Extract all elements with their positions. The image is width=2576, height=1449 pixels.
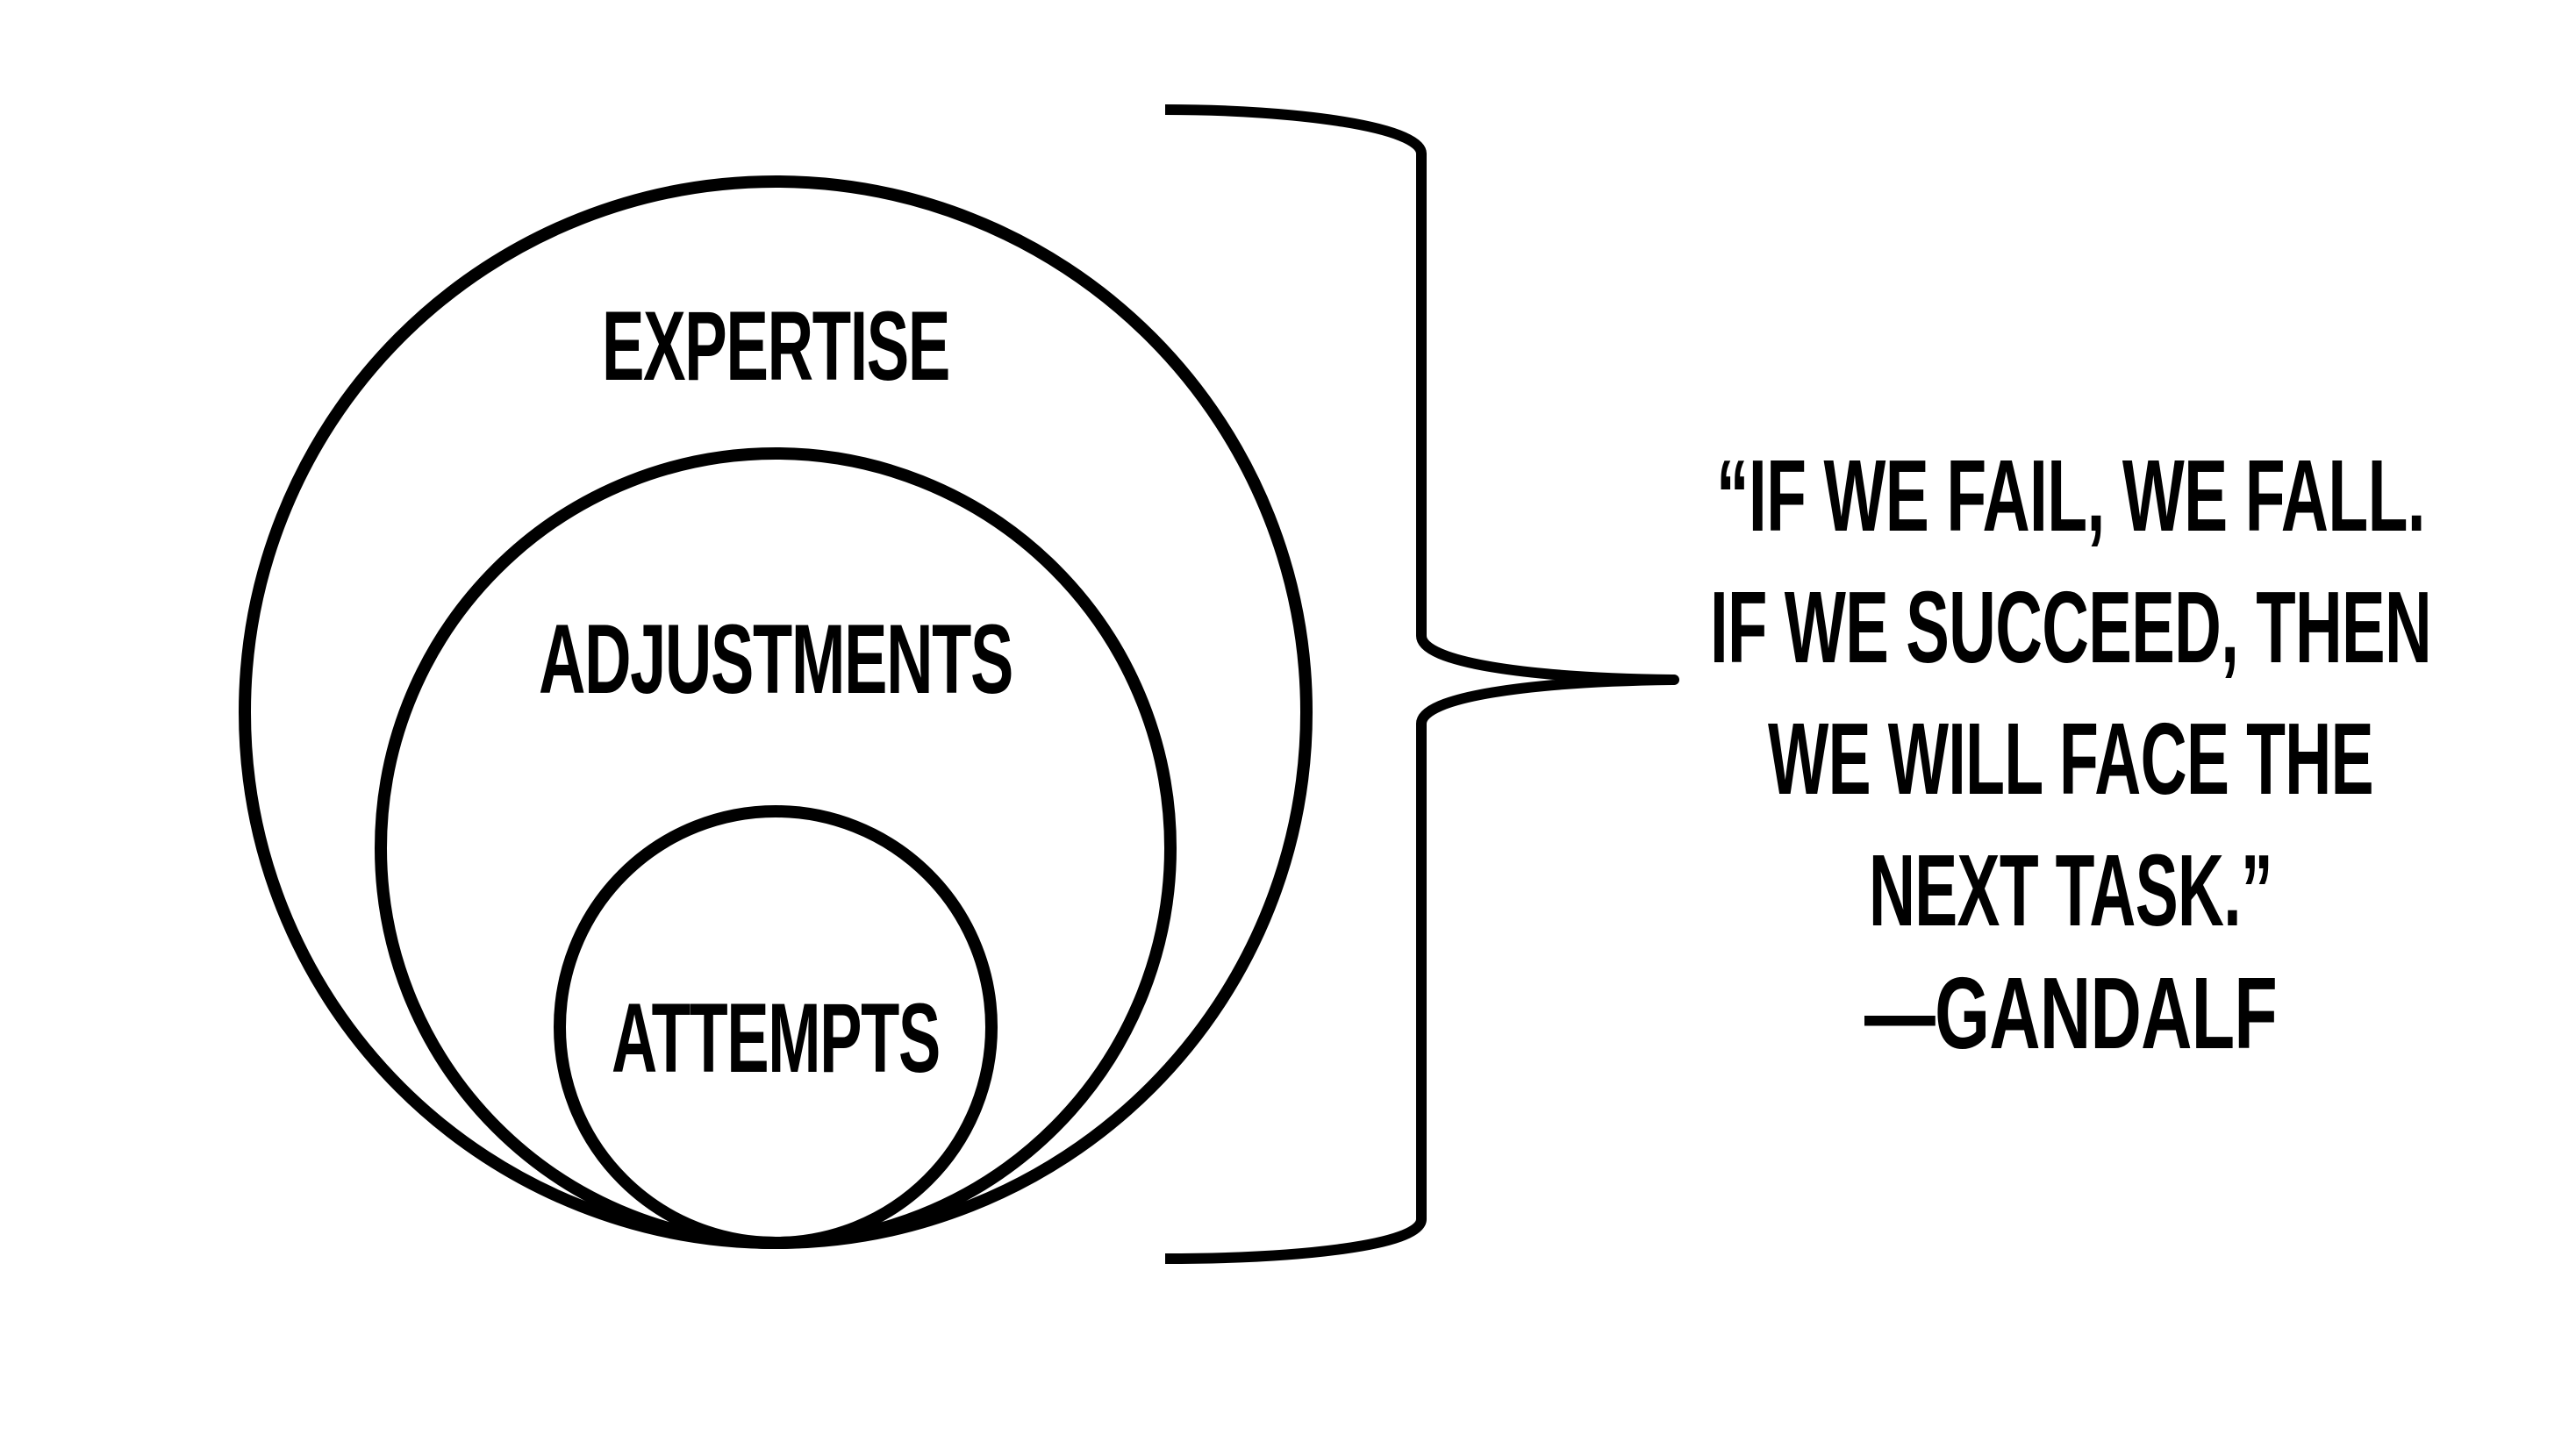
- quote-line-3: WE WILL FACE THE: [1768, 702, 2373, 816]
- attempts-label: ATTEMPTS: [612, 983, 940, 1093]
- expertise-label: EXPERTISE: [602, 291, 949, 401]
- quote-attribution: —GANDALF: [1864, 956, 2277, 1070]
- adjustments-label: ADJUSTMENTS: [539, 604, 1013, 714]
- adjustments-circle: [375, 447, 1177, 1249]
- attempts-circle: [554, 805, 998, 1249]
- quote-line-1: “IF WE FAIL, WE FALL.: [1716, 439, 2425, 553]
- quote-line-2: IF WE SUCCEED, THEN: [1710, 570, 2431, 684]
- quote-block: “IF WE FAIL, WE FALL. IF WE SUCCEED, THE…: [1710, 439, 2432, 1070]
- curly-brace: [1164, 104, 1679, 1264]
- quote-line-4: NEXT TASK.”: [1869, 833, 2272, 947]
